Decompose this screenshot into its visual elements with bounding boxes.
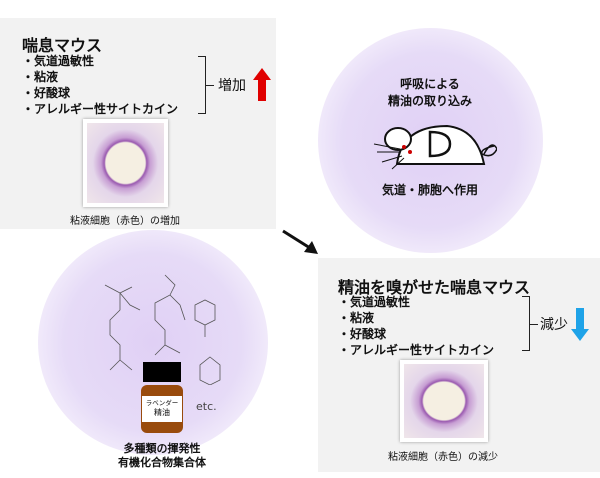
oil-bottle: ラベンダー 精油 <box>141 385 183 433</box>
oil-caption-line2: 有機化合物集合体 <box>118 456 206 469</box>
list-item: ・気道過敏性 <box>338 295 411 309</box>
image-caption: 粘液細胞（赤色）の減少 <box>388 452 498 463</box>
inhalation-line1: 呼吸による <box>400 77 460 91</box>
flow-arrow-icon <box>282 229 318 254</box>
bracket <box>522 296 530 351</box>
asthma-mouse-panel: 喘息マウス ・気道過敏性 ・粘液 ・好酸球 ・アレルギー性サイトカイン 増加 粘… <box>0 18 276 229</box>
list-item: ・粘液 <box>22 70 59 84</box>
bracket-tick <box>530 324 538 325</box>
action-text: 気道・肺胞へ作用 <box>381 183 478 197</box>
list-item: ・アレルギー性サイトカイン <box>22 102 179 116</box>
histology-image <box>400 360 488 442</box>
image-caption: 粘液細胞（赤色）の増加 <box>70 216 180 227</box>
list-item: ・好酸球 <box>22 86 71 100</box>
down-arrow-icon <box>571 308 589 341</box>
mouse-icon <box>373 124 497 170</box>
symptom-list: ・気道過敏性 ・粘液 ・好酸球 ・アレルギー性サイトカイン <box>22 53 178 117</box>
chemical-structures-icon <box>104 274 221 385</box>
bracket-tick <box>206 85 214 86</box>
panel-title: 喘息マウス <box>22 36 103 55</box>
bottle-label-line1: ラベンダー <box>145 399 179 407</box>
symptom-list: ・気道過敏性 ・粘液 ・好酸球 ・アレルギー性サイトカイン <box>338 294 494 358</box>
bottle-label-line2: 精油 <box>154 408 170 417</box>
bracket <box>198 56 206 114</box>
oil-caption: 多種類の揮発性 有機化合物集合体 <box>92 442 232 470</box>
list-item: ・好酸球 <box>338 327 387 341</box>
effect-label: 減少 <box>540 317 568 333</box>
inhalation-text: 呼吸による 精油の取り込み <box>360 76 500 110</box>
up-arrow-icon <box>253 68 271 101</box>
bottle-cap <box>143 362 181 382</box>
etc-label: etc. <box>196 400 217 413</box>
panel-title: 精油を嗅がせた喘息マウス <box>338 278 531 297</box>
list-item: ・気道過敏性 <box>22 54 95 68</box>
histology-image <box>83 119 168 207</box>
bottle-label: ラベンダー 精油 <box>142 396 182 422</box>
effect-label: 増加 <box>218 78 246 94</box>
oil-caption-line1: 多種類の揮発性 <box>123 442 201 455</box>
inhalation-line2: 精油の取り込み <box>387 94 472 108</box>
list-item: ・アレルギー性サイトカイン <box>338 343 495 357</box>
treated-mouse-panel: 精油を嗅がせた喘息マウス ・気道過敏性 ・粘液 ・好酸球 ・アレルギー性サイトカ… <box>318 258 600 472</box>
list-item: ・粘液 <box>338 311 375 325</box>
